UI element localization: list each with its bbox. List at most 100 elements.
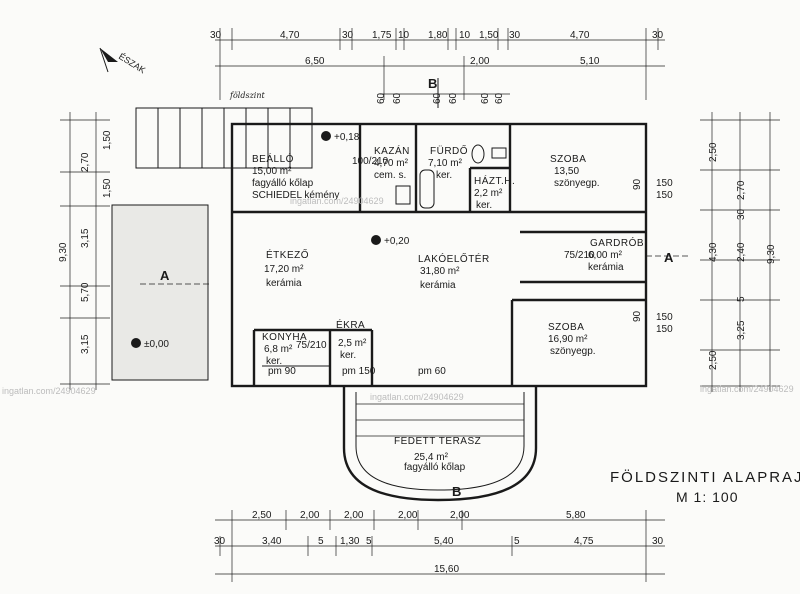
svg-text:kerámia: kerámia — [266, 278, 302, 289]
dim-bottom-3: 2,00 — [398, 510, 418, 521]
dim-right-7: 4,30 — [708, 242, 719, 262]
svg-text:2,2 m²: 2,2 m² — [474, 188, 503, 199]
watermark-bottom: ingatlan.com/24904629 — [370, 392, 464, 402]
svg-text:17,20 m²: 17,20 m² — [264, 264, 304, 275]
svg-text:HÁZT.H.: HÁZT.H. — [474, 174, 515, 187]
room-furdo: FÜRDŐ 7,10 m² ker. — [419, 143, 507, 209]
svg-text:ker.: ker. — [476, 200, 492, 211]
svg-text:kerámia: kerámia — [420, 280, 456, 291]
svg-text:2,5 m²: 2,5 m² — [338, 338, 367, 349]
dim-right-5: 3,25 — [736, 320, 747, 340]
level-lakoeloter: +0,20 — [384, 236, 410, 247]
dim-left-4: 3,15 — [80, 334, 91, 354]
svg-text:150: 150 — [656, 324, 673, 335]
dim-top2-1: 2,00 — [470, 56, 490, 67]
svg-text:ÉTKEZŐ: ÉTKEZŐ — [266, 247, 309, 261]
bottom-dimensions: 2,50 2,00 2,00 2,00 2,00 5,80 30 3,40 5 … — [214, 510, 665, 582]
plan-scale: M 1: 100 — [676, 489, 738, 505]
dim-top-9: 4,70 — [570, 30, 590, 41]
dim-v-60-e: 60 — [480, 92, 491, 104]
svg-text:FEDETT TERASZ: FEDETT TERASZ — [394, 436, 481, 447]
dim-right-total: 9,30 — [766, 244, 777, 264]
dim-bottom2-7: 4,75 — [574, 536, 594, 547]
dim-bottom2-5: 5,40 — [434, 536, 454, 547]
dim-bottom2-4: 5 — [366, 536, 372, 547]
svg-text:90: 90 — [632, 178, 643, 190]
section-mark-a-right: A — [664, 250, 674, 265]
dim-bottom-total: 15,60 — [434, 564, 459, 575]
terrace: FEDETT TERASZ 25,4 m² fagyálló kőlap B — [342, 386, 538, 502]
svg-text:FÜRDŐ: FÜRDŐ — [430, 143, 468, 157]
svg-text:fagyálló kőlap: fagyálló kőlap — [404, 462, 466, 473]
dim-left-total: 9,30 — [58, 242, 69, 262]
north-label: ÉSZAK — [117, 51, 147, 75]
room-etkezo: ÉTKEZŐ 17,20 m² kerámia — [264, 247, 309, 289]
dim-bottom-0: 2,50 — [252, 510, 272, 521]
svg-text:KONYHA: KONYHA — [262, 332, 307, 343]
svg-text:100/210: 100/210 — [352, 156, 389, 167]
svg-text:GARDRÓB: GARDRÓB — [590, 236, 644, 249]
dim-right-3: 2,40 — [736, 242, 747, 262]
walls — [230, 122, 648, 388]
svg-text:ÉKRA: ÉKRA — [336, 318, 365, 331]
dim-v-60-f: 60 — [494, 92, 505, 104]
dim-right-2: 30 — [736, 208, 747, 220]
dim-right-6: 2,50 — [708, 350, 719, 370]
watermark-right: ingatlan.com/24904629 — [700, 384, 794, 394]
dim-bottom2-0: 30 — [214, 536, 226, 547]
room-kazan: KAZÁN 4,70 m² cem. s. — [374, 144, 411, 205]
level-parking: ±0,00 — [144, 339, 169, 350]
svg-text:ker.: ker. — [436, 170, 452, 181]
plan-title: FÖLDSZINTI ALAPRAJZ — [610, 468, 800, 486]
svg-text:25,4 m²: 25,4 m² — [414, 452, 449, 463]
section-mark-b-bottom: B — [452, 484, 461, 499]
room-szoba-1: SZOBA 13,50 szönyegp. — [550, 154, 600, 189]
dim-bottom-5: 5,80 — [566, 510, 586, 521]
dim-left-1: 1,50 — [102, 130, 113, 150]
north-arrow: ÉSZAK — [99, 47, 147, 75]
svg-text:szönyegp.: szönyegp. — [550, 346, 596, 357]
dim-bottom-1: 2,00 — [300, 510, 320, 521]
section-mark-a-left: A — [160, 268, 170, 283]
dim-top-5: 1,80 — [428, 30, 448, 41]
dim-top-1: 4,70 — [280, 30, 300, 41]
right-dimensions: 2,50 2,70 30 2,40 5 3,25 2,50 4,30 9,30 — [700, 112, 780, 392]
svg-text:6,00 m²: 6,00 m² — [588, 250, 623, 261]
svg-text:150: 150 — [656, 312, 673, 323]
watermark-center: ingatlan.com/24904629 — [290, 196, 384, 206]
dim-bottom2-1: 3,40 — [262, 536, 282, 547]
svg-text:150: 150 — [656, 178, 673, 189]
dim-v-60-a: 60 — [376, 92, 387, 104]
dim-top2-2: 5,10 — [580, 56, 600, 67]
dim-bottom2-6: 5 — [514, 536, 520, 547]
parking-area: A ±0,00 — [111, 107, 313, 381]
dim-top-8: 30 — [509, 30, 521, 41]
window-tags: 150 90 150 150 90 150 — [632, 178, 673, 335]
room-szoba-2: SZOBA 16,90 m² szönyegp. — [548, 322, 596, 357]
left-dimensions: 2,70 1,50 3,15 5,70 3,15 1,50 9,30 — [58, 112, 113, 390]
svg-text:pm 60: pm 60 — [418, 366, 446, 377]
dim-right-0: 2,50 — [708, 142, 719, 162]
level-beallo: +0,18 — [334, 132, 360, 143]
dim-bottom-4: 2,00 — [450, 510, 470, 521]
svg-text:13,50: 13,50 — [554, 166, 579, 177]
dim-top-4: 10 — [398, 30, 410, 41]
room-beallo: BEÁLLÓ 15,00 m² fagyálló kőlap SCHIEDEL … — [252, 131, 360, 201]
dim-left-5: 1,50 — [102, 178, 113, 198]
dim-top2-0: 6,50 — [305, 56, 325, 67]
svg-text:ker.: ker. — [340, 350, 356, 361]
svg-text:LAKÓELŐTÉR: LAKÓELŐTÉR — [418, 251, 490, 265]
top-dimensions: 30 4,70 30 1,75 10 1,80 10 1,50 30 4,70 … — [210, 28, 665, 108]
svg-text:KAZÁN: KAZÁN — [374, 144, 410, 157]
svg-text:SZOBA: SZOBA — [550, 154, 586, 165]
door-tags: 100/210 75/210 75/210 pm 90 pm 150 pm 60 — [268, 156, 595, 377]
svg-text:7,10 m²: 7,10 m² — [428, 158, 463, 169]
svg-text:75/210: 75/210 — [296, 340, 327, 351]
svg-text:4,70 m²: 4,70 m² — [374, 158, 409, 169]
svg-text:75/210: 75/210 — [564, 250, 595, 261]
dim-top-2: 30 — [342, 30, 354, 41]
dim-left-0: 2,70 — [80, 152, 91, 172]
dim-bottom-2: 2,00 — [344, 510, 364, 521]
dim-top-6: 10 — [459, 30, 471, 41]
